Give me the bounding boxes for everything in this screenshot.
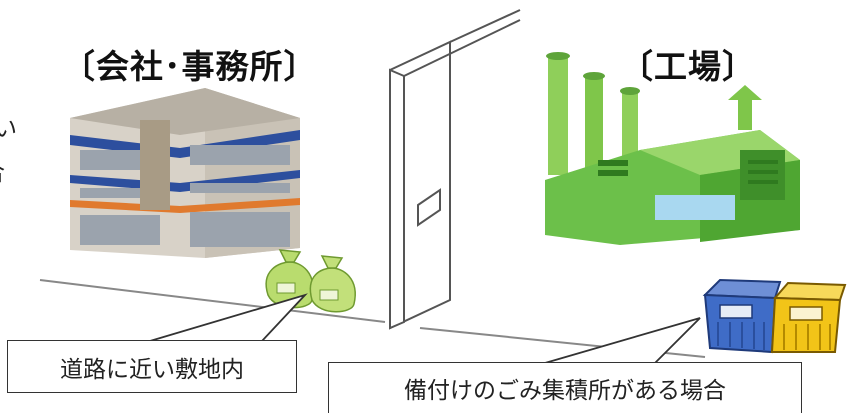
- depot-callout: 備付けのごみ集積所がある場合: [328, 362, 802, 413]
- office-building: [70, 88, 300, 258]
- factory-building: [545, 52, 800, 245]
- garbage-bins: [702, 278, 847, 354]
- office-heading: 〔会社･事務所〕: [62, 47, 318, 86]
- roadside-callout: 道路に近い敷地内: [7, 340, 297, 393]
- cut-off-text-line-2: 合: [0, 162, 5, 185]
- factory-heading: 〔工場〕: [620, 47, 756, 86]
- callout-pointers: [149, 293, 701, 364]
- boundary-wall: [389, 9, 521, 330]
- cut-off-text-line-1: い: [0, 116, 17, 142]
